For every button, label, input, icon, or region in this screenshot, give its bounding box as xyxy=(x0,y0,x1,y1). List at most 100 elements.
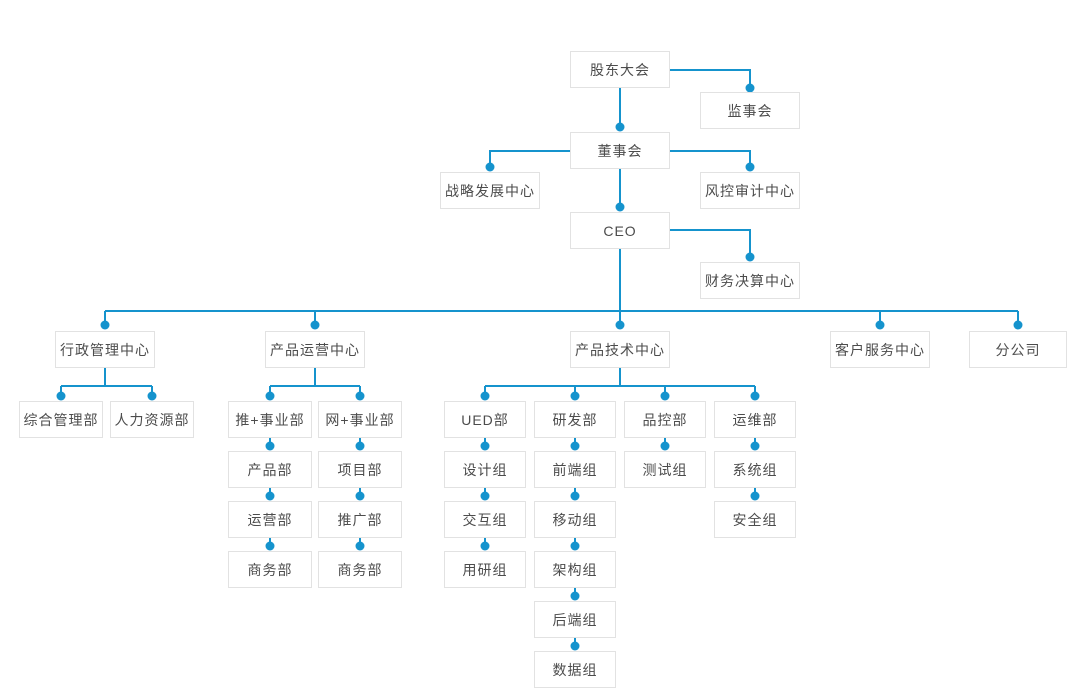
connector-dot xyxy=(570,491,580,501)
org-node-label: 系统组 xyxy=(732,461,778,478)
connector-dot xyxy=(570,391,580,401)
org-node-general-admin-dept: 综合管理部 xyxy=(19,401,103,438)
org-node-product-tech-center: 产品技术中心 xyxy=(570,331,670,368)
org-node-hr-dept: 人力资源部 xyxy=(110,401,194,438)
org-node-label: 架构组 xyxy=(552,561,598,578)
org-node-label: 移动组 xyxy=(552,511,598,528)
connector-dot xyxy=(570,541,580,551)
org-node-qc-dept: 品控部 xyxy=(624,401,706,438)
org-node-label: 安全组 xyxy=(732,511,778,528)
org-node-ceo: CEO xyxy=(570,212,670,249)
org-node-user-research-team: 用研组 xyxy=(444,551,526,588)
connector-dot xyxy=(750,391,760,401)
org-node-label: 人力资源部 xyxy=(114,411,190,428)
org-node-label: 分公司 xyxy=(995,341,1041,358)
connector-dot xyxy=(355,541,365,551)
org-node-label: 后端组 xyxy=(552,611,598,628)
connector-dot xyxy=(485,162,495,172)
connector-line xyxy=(670,229,751,257)
org-node-risk-audit-center: 风控审计中心 xyxy=(700,172,800,209)
connector-dot xyxy=(875,320,885,330)
org-node-ued-dept: UED部 xyxy=(444,401,526,438)
connector-dot xyxy=(310,320,320,330)
org-node-label: UED部 xyxy=(461,411,509,428)
org-node-security-team: 安全组 xyxy=(714,501,796,538)
connector-dot xyxy=(745,83,755,93)
connector-dot xyxy=(355,491,365,501)
org-node-label: 股东大会 xyxy=(590,61,650,78)
org-node-tui-business-unit: 推+事业部 xyxy=(228,401,312,438)
org-node-ops-maintenance-dept: 运维部 xyxy=(714,401,796,438)
org-node-label: 财务决算中心 xyxy=(705,272,795,289)
org-node-system-team: 系统组 xyxy=(714,451,796,488)
org-node-branch-company: 分公司 xyxy=(969,331,1067,368)
org-node-label: 网+事业部 xyxy=(325,411,395,428)
connector-dot xyxy=(480,491,490,501)
connector-dot xyxy=(100,320,110,330)
org-node-label: 运维部 xyxy=(732,411,778,428)
org-node-customer-service-center: 客户服务中心 xyxy=(830,331,930,368)
org-node-project-dept: 项目部 xyxy=(318,451,402,488)
org-node-label: 产品部 xyxy=(247,461,293,478)
org-node-label: 商务部 xyxy=(337,561,383,578)
org-node-product-ops-center: 产品运营中心 xyxy=(265,331,365,368)
org-node-frontend-team: 前端组 xyxy=(534,451,616,488)
connector-dot xyxy=(570,441,580,451)
org-node-business-dept-wang: 商务部 xyxy=(318,551,402,588)
org-node-label: 产品运营中心 xyxy=(270,341,360,358)
connector-dot xyxy=(1013,320,1023,330)
connector-dot xyxy=(750,441,760,451)
connector-dot xyxy=(265,541,275,551)
connector-dot xyxy=(480,541,490,551)
connector-dot xyxy=(56,391,66,401)
org-node-label: 商务部 xyxy=(247,561,293,578)
org-node-label: 战略发展中心 xyxy=(445,182,535,199)
org-node-label: 前端组 xyxy=(552,461,598,478)
org-node-label: 项目部 xyxy=(337,461,383,478)
connector-dot xyxy=(265,441,275,451)
org-node-business-dept-tui: 商务部 xyxy=(228,551,312,588)
org-node-label: 品控部 xyxy=(642,411,688,428)
org-node-backend-team: 后端组 xyxy=(534,601,616,638)
org-node-admin-center: 行政管理中心 xyxy=(55,331,155,368)
org-node-interaction-team: 交互组 xyxy=(444,501,526,538)
org-node-label: 交互组 xyxy=(462,511,508,528)
org-node-finance-center: 财务决算中心 xyxy=(700,262,800,299)
connector-dot xyxy=(355,441,365,451)
connector-dot xyxy=(615,320,625,330)
org-node-label: 客户服务中心 xyxy=(835,341,925,358)
connector-dot xyxy=(355,391,365,401)
org-node-label: 运营部 xyxy=(247,511,293,528)
connector-dot xyxy=(480,391,490,401)
org-node-supervisory-board: 监事会 xyxy=(700,92,800,129)
org-node-label: 推广部 xyxy=(337,511,383,528)
org-node-label: 风控审计中心 xyxy=(705,182,795,199)
connector-dot xyxy=(265,391,275,401)
org-node-label: 董事会 xyxy=(597,142,643,159)
org-node-label: 推+事业部 xyxy=(235,411,305,428)
org-node-label: 综合管理部 xyxy=(23,411,99,428)
org-node-mobile-team: 移动组 xyxy=(534,501,616,538)
org-node-shareholders-meeting: 股东大会 xyxy=(570,51,670,88)
connector-dot xyxy=(265,491,275,501)
org-node-label: 数据组 xyxy=(552,661,598,678)
org-node-label: 监事会 xyxy=(727,102,773,119)
org-node-label: 研发部 xyxy=(552,411,598,428)
connector-dot xyxy=(660,391,670,401)
connector-dot xyxy=(570,641,580,651)
org-node-operations-dept: 运营部 xyxy=(228,501,312,538)
connector-dot xyxy=(615,122,625,132)
org-node-rd-dept: 研发部 xyxy=(534,401,616,438)
org-node-label: 行政管理中心 xyxy=(60,341,150,358)
org-node-wang-business-unit: 网+事业部 xyxy=(318,401,402,438)
org-node-label: 设计组 xyxy=(462,461,508,478)
connector-dot xyxy=(480,441,490,451)
connector-line xyxy=(670,150,751,167)
connector-dot xyxy=(745,252,755,262)
org-node-label: CEO xyxy=(603,222,637,239)
org-node-testing-team: 测试组 xyxy=(624,451,706,488)
connector-dot xyxy=(750,491,760,501)
org-node-design-team: 设计组 xyxy=(444,451,526,488)
